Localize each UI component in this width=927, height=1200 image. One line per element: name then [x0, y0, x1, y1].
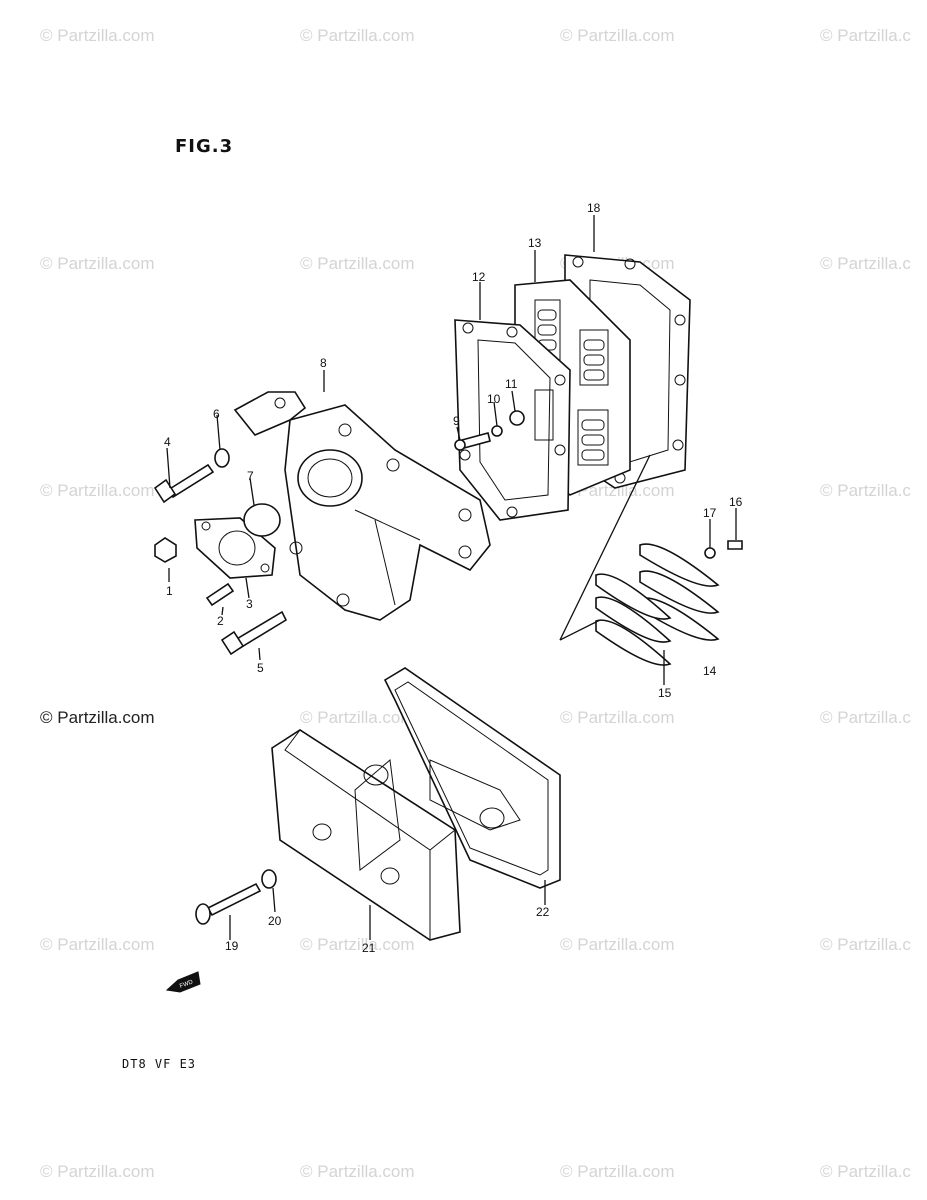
callout-20: 20	[268, 914, 282, 928]
part-17-washer[interactable]	[704, 547, 716, 559]
callout-8: 8	[320, 356, 327, 370]
watermark: © Partzilla.c	[820, 1162, 911, 1181]
callout-14: 14	[703, 664, 717, 678]
part-21-cover-plate[interactable]	[271, 729, 461, 941]
watermark: © Partzilla.c	[820, 254, 911, 273]
callout-3: 3	[246, 597, 253, 611]
callout-15: 15	[658, 686, 672, 700]
part-6-washer[interactable]	[214, 448, 230, 468]
callout-22: 22	[536, 905, 550, 919]
callout-17: 17	[703, 506, 717, 520]
callout-13: 13	[528, 236, 542, 250]
callout-7: 7	[247, 469, 254, 483]
callout-12: 12	[472, 270, 486, 284]
watermark: © Partzilla.com	[40, 1162, 155, 1181]
watermark: © Partzilla.c	[820, 708, 911, 727]
part-9-screw[interactable]	[454, 432, 491, 451]
watermark: © Partzilla.com	[560, 708, 675, 727]
model-code: DT8 VF E3	[122, 1057, 197, 1071]
callout-9: 9	[453, 414, 460, 428]
watermark: © Partzilla.com	[300, 26, 415, 45]
part-10-washer[interactable]	[491, 425, 503, 437]
leader-lines	[166, 215, 737, 940]
watermark: © Partzilla.com	[300, 708, 415, 727]
watermark: © Partzilla.c	[820, 935, 911, 954]
forward-arrow-icon: FWD	[165, 971, 201, 993]
watermark: © Partzilla.com	[560, 935, 675, 954]
watermark: © Partzilla.com	[300, 254, 415, 273]
part-2-stud[interactable]	[205, 582, 235, 607]
watermark: © Partzilla.com	[560, 1162, 675, 1181]
part-11-washer[interactable]	[509, 410, 525, 426]
part-1-nut[interactable]	[154, 537, 177, 563]
callout-16: 16	[729, 495, 743, 509]
watermark: © Partzilla.com	[40, 481, 155, 500]
part-7-o-ring[interactable]	[243, 503, 281, 537]
callout-5: 5	[257, 661, 264, 675]
callout-numbers: 1 2 3 4 5 6 7 8 9 10 11 12 13 14 15 16 1…	[164, 201, 743, 955]
watermark-primary: © Partzilla.com	[40, 708, 155, 727]
watermark: © Partzilla.com	[40, 935, 155, 954]
figure-title: FIG.3	[175, 136, 234, 157]
watermark: © Partzilla.com	[40, 254, 155, 273]
callout-6: 6	[213, 407, 220, 421]
watermark: © Partzilla.com	[560, 26, 675, 45]
callout-18: 18	[587, 201, 601, 215]
callout-10: 10	[487, 392, 501, 406]
watermark: © Partzilla.c	[820, 26, 911, 45]
part-5-bolt[interactable]	[220, 610, 288, 656]
part-20-washer[interactable]	[261, 869, 277, 889]
watermark: © Partzilla.com	[40, 26, 155, 45]
watermark: © Partzilla.com	[300, 1162, 415, 1181]
callout-1: 1	[166, 584, 173, 598]
watermark: © Partzilla.c	[820, 481, 911, 500]
callout-21: 21	[362, 941, 376, 955]
callout-2: 2	[217, 614, 224, 628]
part-4-bolt[interactable]	[153, 463, 215, 504]
part-8-intake-manifold[interactable]	[233, 391, 491, 621]
part-16-screw[interactable]	[727, 540, 743, 550]
callout-4: 4	[164, 435, 171, 449]
part-22-cover-gasket[interactable]	[383, 667, 561, 889]
watermark: © Partzilla.com	[300, 935, 415, 954]
part-15-reed-stopper[interactable]	[595, 573, 672, 666]
forward-label: FWD	[179, 979, 195, 990]
callout-19: 19	[225, 939, 239, 953]
part-19-screw[interactable]	[195, 882, 262, 925]
callout-11: 11	[505, 377, 518, 391]
